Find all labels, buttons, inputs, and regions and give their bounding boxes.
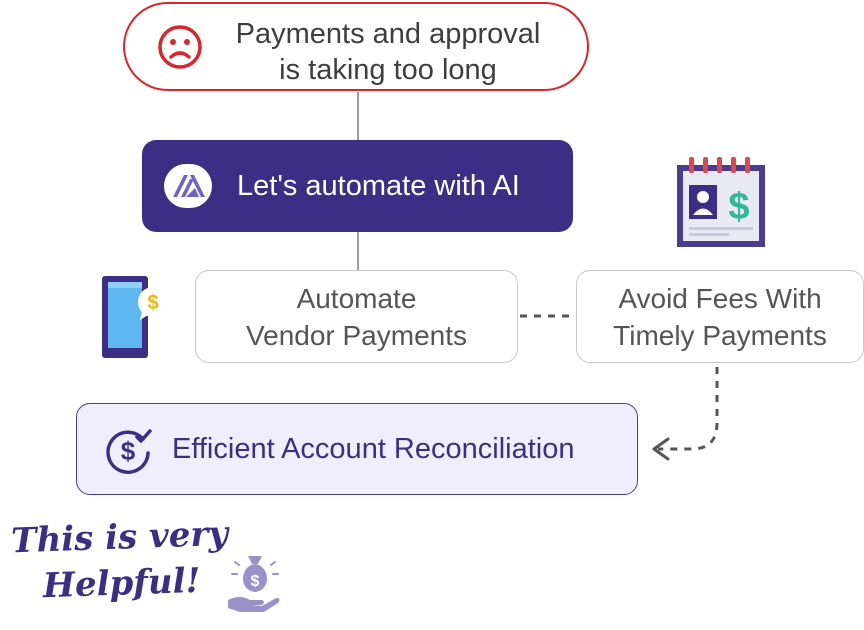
svg-text:$: $ (728, 186, 749, 228)
svg-text:$: $ (147, 292, 158, 314)
problem-box: Payments and approval is taking too long (123, 2, 589, 91)
problem-line-2: is taking too long (279, 54, 497, 86)
result-box: $ Efficient Account Reconciliation (76, 403, 638, 495)
note-line-1: This is very (10, 513, 229, 562)
option-automate-vendor-payments: Automate Vendor Payments (195, 270, 518, 363)
mobile-payment-icon: $ (102, 276, 168, 358)
invoice-notebook-icon: $ (677, 157, 765, 247)
option-a-line-1: Automate (296, 282, 417, 314)
money-bag-hand-icon: $ (228, 556, 280, 612)
ai-step-box: Let's automate with AI (142, 140, 573, 232)
svg-text:$: $ (121, 436, 136, 466)
connector-dashed-options (520, 314, 574, 318)
option-b-line-1: Avoid Fees With (618, 282, 822, 314)
option-avoid-fees: Avoid Fees With Timely Payments (576, 270, 864, 363)
ai-logo-icon (164, 164, 212, 208)
problem-text: Payments and approval is taking too long (209, 16, 567, 88)
svg-text:$: $ (251, 573, 260, 590)
option-a-line-2: Vendor Payments (245, 319, 468, 351)
result-label: Efficient Account Reconciliation (172, 433, 575, 465)
problem-line-1: Payments and approval (235, 18, 541, 50)
connector-ai-to-options (357, 232, 359, 270)
dollar-check-icon: $ (106, 429, 152, 474)
connector-problem-to-ai (357, 92, 359, 140)
connector-dashed-arrow-to-result (652, 367, 719, 461)
sad-face-icon (158, 25, 202, 69)
ai-step-label: Let's automate with AI (237, 170, 520, 202)
option-b-line-2: Timely Payments (613, 319, 827, 351)
